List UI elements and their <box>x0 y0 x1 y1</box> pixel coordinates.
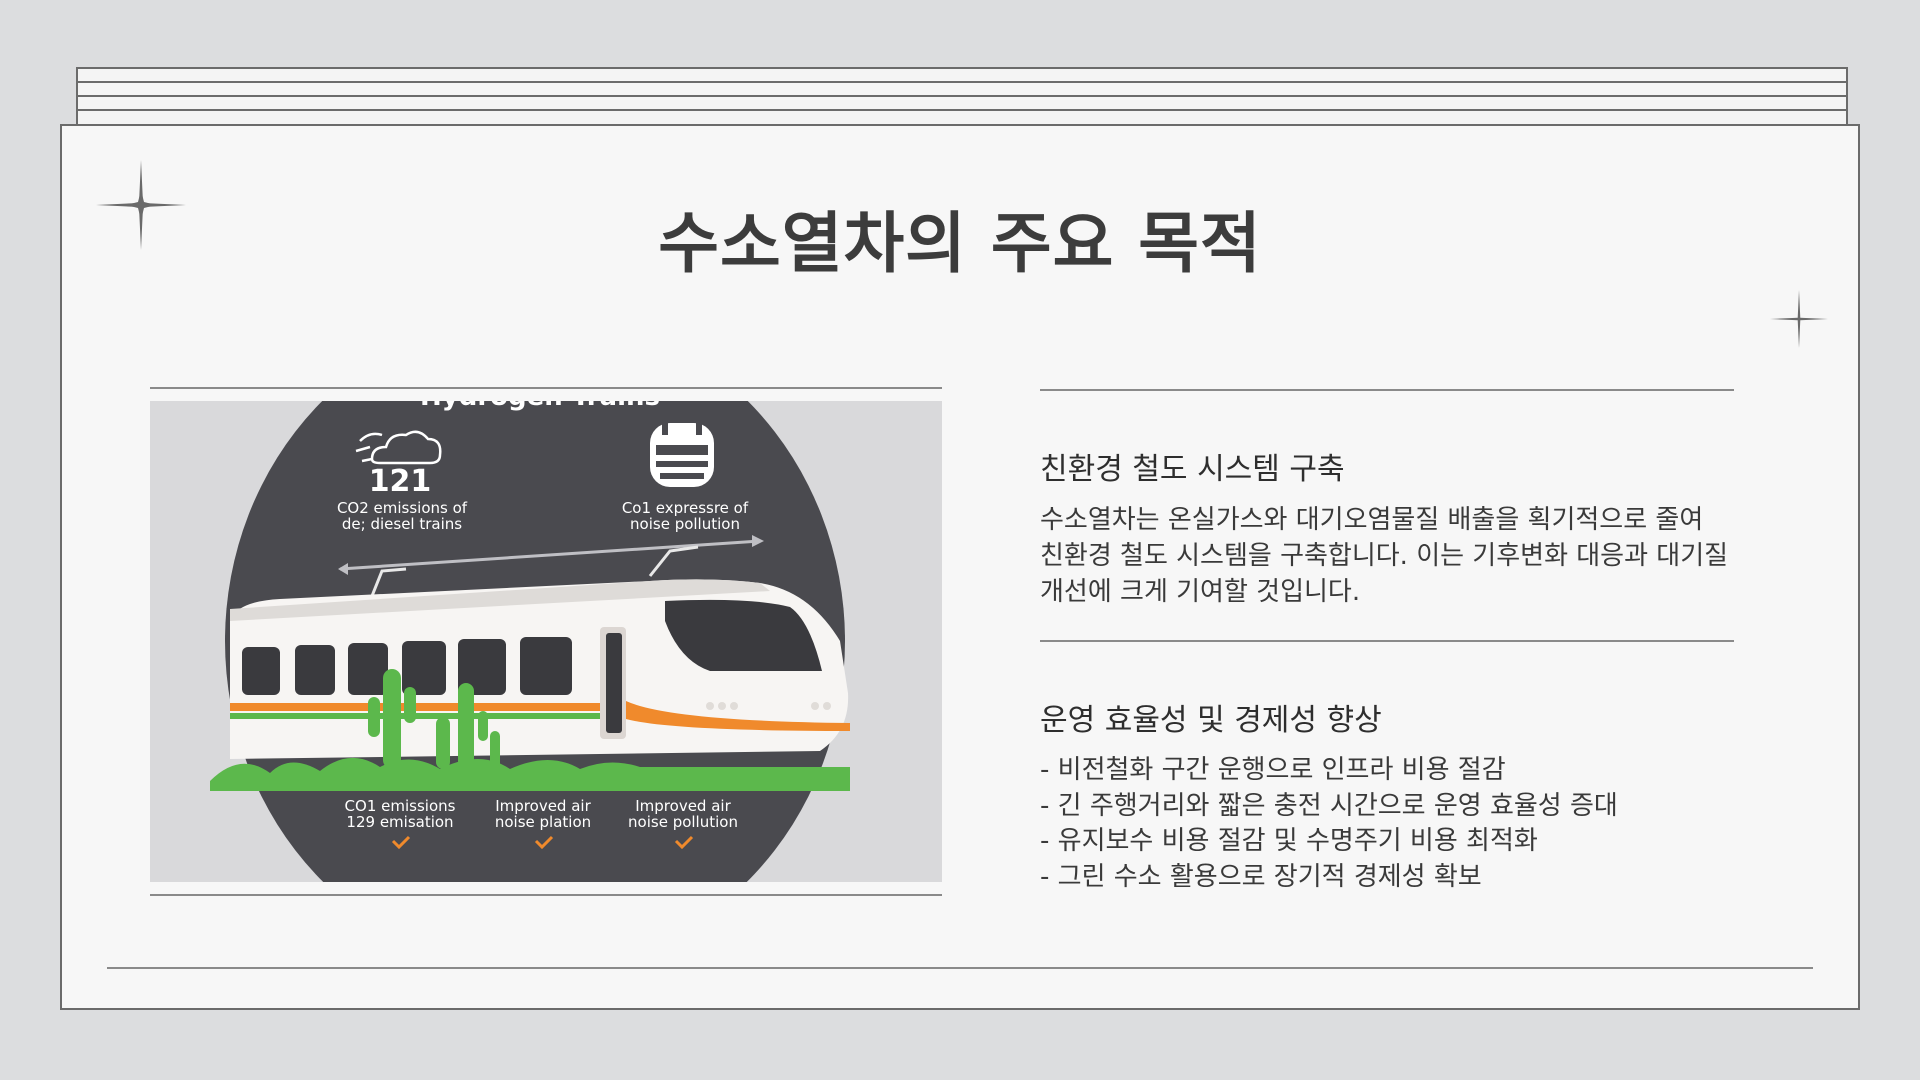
paragraph-line: 개선에 크게 기여할 것입니다. <box>1040 577 1361 607</box>
illustration-heading: Hydrogen Trains <box>420 401 660 412</box>
cloud-icon <box>355 430 442 465</box>
top-left-caption: CO2 emissions of <box>337 499 468 517</box>
section-heading: 운영 효율성 및 경제성 향상 <box>1040 703 1382 738</box>
top-right-caption: noise pollution <box>630 515 740 533</box>
bottom-stat-2: Improved air <box>495 797 591 815</box>
paragraph-line: 수소열차는 온실가스와 대기오염물질 배출을 획기적으로 줄여 <box>1040 505 1704 535</box>
divider <box>1040 640 1734 642</box>
check-icon <box>391 835 411 850</box>
bottom-stat-3: Improved air <box>635 797 731 815</box>
hydrogen-train-illustration: Hydrogen Trains 121 CO2 emissions of de;… <box>150 401 942 882</box>
divider <box>1040 389 1734 391</box>
divider <box>107 967 1813 969</box>
list-item: - 그린 수소 활용으로 장기적 경제성 확보 <box>1040 861 1482 892</box>
paragraph-line: 친환경 철도 시스템을 구축합니다. 이는 기후변화 대응과 대기질 <box>1040 541 1729 571</box>
divider <box>150 894 942 896</box>
bullet-list: - 비전철화 구간 운행으로 인프라 비용 절감 - 긴 주행거리와 짧은 충전… <box>1040 753 1618 895</box>
list-item: - 유지보수 비용 절감 및 수명주기 비용 최적화 <box>1040 826 1538 856</box>
section-heading: 친환경 철도 시스템 구축 <box>1040 452 1345 487</box>
vegetation <box>210 669 850 791</box>
top-right-caption: Co1 expressre of <box>622 499 749 517</box>
train-front-icon <box>650 423 714 487</box>
train-body <box>230 579 850 759</box>
section-paragraph: 수소열차는 온실가스와 대기오염물질 배출을 획기적으로 줄여 친환경 철도 시… <box>1040 502 1740 610</box>
top-left-caption: de; diesel trains <box>342 515 462 533</box>
top-left-value: 121 <box>369 464 432 499</box>
check-icon <box>674 835 694 850</box>
list-item: - 비전철화 구간 운행으로 인프라 비용 절감 <box>1040 755 1506 785</box>
sparkle-icon <box>96 160 186 250</box>
bottom-stat-1: 129 emisation <box>346 813 453 831</box>
bottom-stat-3: noise pollution <box>628 813 738 831</box>
bottom-stat-2: noise plation <box>495 813 591 831</box>
divider <box>150 387 942 389</box>
page-title: 수소열차의 주요 목적 <box>658 205 1262 282</box>
bottom-stat-1: CO1 emissions <box>345 797 456 815</box>
list-item: - 긴 주행거리와 짧은 충전 시간으로 운영 효율성 증대 <box>1040 790 1618 821</box>
sparkle-icon <box>1770 290 1828 348</box>
check-icon <box>534 835 554 850</box>
